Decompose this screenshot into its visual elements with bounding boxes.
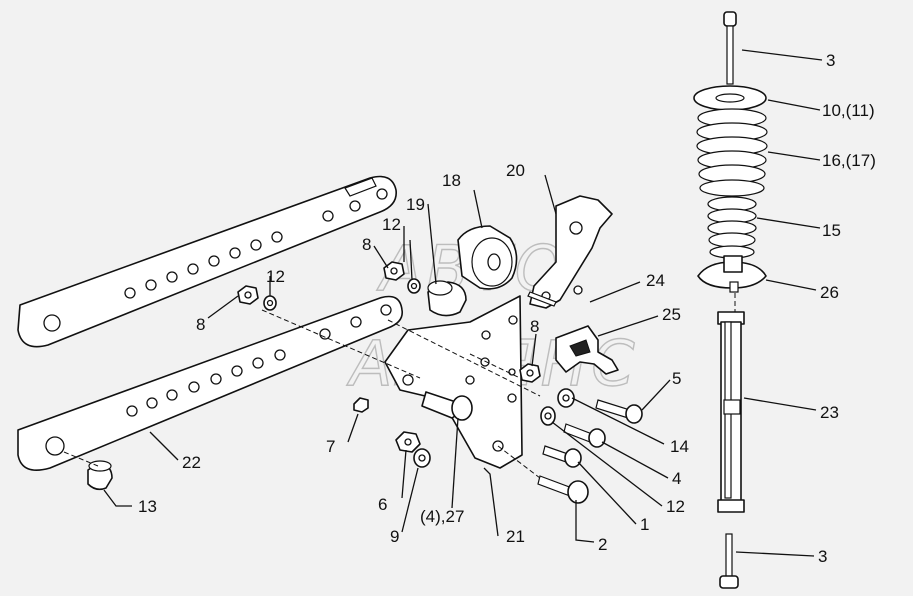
callout-8-mid: 8	[530, 317, 539, 336]
callout-24: 24	[646, 271, 665, 290]
callout-15: 15	[822, 221, 841, 240]
callout-25: 25	[662, 305, 681, 324]
callout-3-bottom: 3	[818, 547, 827, 566]
lower-arm-22	[17, 295, 404, 471]
callout-3-top: 3	[826, 51, 835, 70]
callout-10-11: 10,(11)	[822, 101, 875, 120]
callout-12-top: 12	[382, 215, 401, 234]
leader-lines	[103, 49, 823, 557]
callout-5: 5	[672, 369, 681, 388]
roller-18	[457, 225, 518, 290]
callout-13: 13	[138, 497, 157, 516]
bushing-13	[87, 460, 113, 491]
callout-16-17: 16,(17)	[822, 151, 876, 170]
callout-4-27: (4),27	[420, 507, 464, 526]
callout-8-left: 8	[196, 315, 205, 334]
fasteners	[237, 261, 575, 468]
callout-20: 20	[506, 161, 525, 180]
callout-22: 22	[182, 453, 201, 472]
callout-6: 6	[378, 495, 387, 514]
spring-assembly	[693, 11, 768, 589]
callout-18: 18	[442, 171, 461, 190]
callout-8-top: 8	[362, 235, 371, 254]
bolts	[421, 291, 643, 504]
callout-labels: 3 10,(11) 16,(17) 15 26 23 3 18 20 19 12…	[138, 51, 876, 566]
callout-2: 2	[598, 535, 607, 554]
spacer-19	[427, 280, 467, 317]
callout-4: 4	[672, 469, 681, 488]
callout-14: 14	[670, 437, 689, 456]
callout-23: 23	[820, 403, 839, 422]
lever-25	[555, 325, 619, 375]
callout-26: 26	[820, 283, 839, 302]
callout-19: 19	[406, 195, 425, 214]
bracket-20	[529, 195, 613, 309]
callout-9: 9	[390, 527, 399, 546]
callout-1: 1	[640, 515, 649, 534]
callout-7: 7	[326, 437, 335, 456]
callout-21: 21	[506, 527, 525, 546]
callout-12-mid: 12	[666, 497, 685, 516]
callout-12-left: 12	[266, 267, 285, 286]
upper-arm	[17, 175, 397, 348]
